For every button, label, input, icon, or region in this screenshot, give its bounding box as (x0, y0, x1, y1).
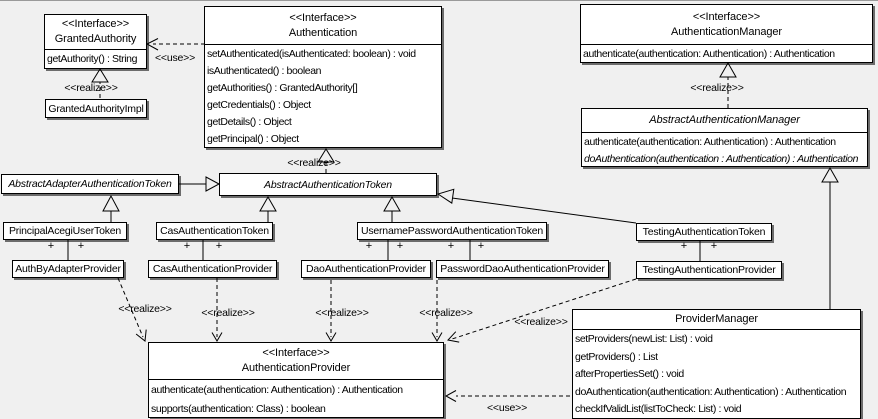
class-principal-acegi-user-token[interactable]: PrincipalAcegiUserToken (3, 222, 127, 240)
class-testing-authentication-token[interactable]: TestingAuthenticationToken (636, 223, 772, 241)
edge-generalization-testingauthenticationtoken-to-abstractauthenticationtoken (436, 188, 637, 224)
class-name: GrantedAuthorityImpl (48, 102, 144, 115)
association-end-label: + (477, 240, 485, 252)
class-authentication-manager[interactable]: <<Interface>> AuthenticationManager auth… (580, 4, 873, 63)
method: setProviders(newList: List) : void (575, 333, 713, 345)
association-end-label: + (710, 240, 718, 252)
edge-generalization-providermanager-to-abstractauthenticationmanager (821, 166, 839, 309)
class-name: CasAuthenticationProvider (152, 263, 273, 275)
method: getPrincipal() : Object (207, 133, 299, 145)
class-name: AuthByAdapterProvider (15, 263, 121, 275)
class-name: AuthenticationProvider (241, 362, 351, 374)
method: supports(authentication: Class) : boolea… (151, 403, 326, 415)
class-password-dao-authentication-provider[interactable]: PasswordDaoAuthenticationProvider (436, 260, 609, 278)
method: getCredentials() : Object (207, 99, 311, 111)
association-end-label: + (215, 240, 223, 252)
association-end-label: + (183, 240, 191, 252)
edge-label-realize: <<realize>> (690, 82, 744, 94)
class-authentication-provider[interactable]: <<Interface>> AuthenticationProvider aut… (148, 342, 444, 418)
class-name: AbstractAuthenticationToken (264, 178, 392, 191)
method: getAuthorities() : GrantedAuthority[] (207, 82, 358, 94)
edge-generalization-usernamepasswordauthenticationtoken-to-abstractauthenticationtoken (383, 195, 401, 222)
method: getDetails() : Object (207, 116, 292, 128)
edge-use-authentication-to-grantedauthority (145, 38, 205, 51)
class-name: AuthenticationManager (670, 25, 783, 38)
edge-label-realize: <<realize>> (514, 316, 568, 328)
class-name: DaoAuthenticationProvider (306, 263, 426, 275)
edge-label-realize: <<realize>> (287, 157, 341, 169)
association-end-label: + (447, 240, 455, 252)
method: doAuthentication(authentication : Authen… (584, 153, 859, 165)
edge-label-realize: <<realize>> (118, 303, 172, 315)
method: afterPropertiesSet() : void (575, 368, 684, 381)
class-authentication[interactable]: <<Interface>> Authentication setAuthenti… (204, 6, 442, 148)
method: getAuthority() : String (47, 53, 138, 65)
association-end-label: + (396, 240, 404, 252)
class-name: PasswordDaoAuthenticationProvider (440, 263, 605, 275)
stereotype: <<Interface>> (61, 18, 130, 30)
class-name: Authentication (288, 26, 358, 39)
edge-realize-authbyadapterprovider-to-authenticationprovider (117, 277, 147, 342)
class-cas-authentication-token[interactable]: CasAuthenticationToken (156, 222, 273, 240)
class-granted-authority-impl[interactable]: GrantedAuthorityImpl (45, 99, 147, 118)
edge-label-realize: <<realize>> (201, 307, 255, 319)
association-end-label: + (77, 240, 85, 252)
edge-use-providermanager-to-authenticationprovider (444, 390, 570, 402)
class-name: ProviderManager (675, 313, 758, 325)
class-name: PrincipalAcegiUserToken (8, 225, 122, 237)
method: setAuthenticated(isAuthenticated: boolea… (207, 48, 416, 60)
method: getProviders() : List (575, 350, 658, 363)
stereotype: <<Interface>> (289, 11, 357, 24)
stereotype: <<Interface>> (262, 347, 330, 359)
class-name: CasAuthenticationToken (160, 225, 269, 237)
edge-realize-passworddaoauthenticationprovider-to-authenticationprovider (431, 280, 443, 342)
class-dao-authentication-provider[interactable]: DaoAuthenticationProvider (301, 260, 431, 278)
class-name: GrantedAuthority (54, 33, 137, 45)
class-name: UsernamePasswordAuthenticationToken (360, 225, 544, 237)
edge-label-realize: <<realize>> (419, 307, 473, 319)
method: authenticate(authentication: Authenticat… (151, 384, 403, 396)
class-cas-authentication-provider[interactable]: CasAuthenticationProvider (148, 260, 277, 278)
class-abstract-adapter-authentication-token[interactable]: AbstractAdapterAuthenticationToken (1, 174, 179, 194)
edge-realize-abstractauthenticationtoken-to-authentication (317, 148, 335, 173)
edge-realize-grantedauthorityimpl-to-grantedauthority (91, 68, 109, 98)
class-username-password-authentication-token[interactable]: UsernamePasswordAuthenticationToken (357, 222, 547, 240)
class-name: AbstractAdapterAuthenticationToken (8, 178, 172, 190)
edge-generalization-casauthenticationtoken-to-abstractauthenticationtoken (259, 195, 277, 222)
edge-realize-testingauthenticationprovider-to-authenticationprovider (447, 278, 637, 343)
method: doAuthentication(authentication: Authent… (575, 385, 847, 398)
edge-realize-casauthenticationprovider-to-authenticationprovider (211, 278, 223, 342)
association-end-label: + (365, 240, 373, 252)
class-testing-authentication-provider[interactable]: TestingAuthenticationProvider (636, 261, 782, 279)
edge-label-realize: <<realize>> (315, 307, 369, 319)
edge-realize-abstractauthenticationmanager-to-authenticationmanager (719, 61, 737, 108)
method: authenticate(authentication: Authenticat… (584, 136, 836, 148)
method: authenticate(authentication: Authenticat… (583, 48, 835, 60)
edge-realize-daoauthenticationprovider-to-authenticationprovider (325, 280, 337, 342)
association-end-label: + (47, 240, 55, 252)
association-end-label: + (680, 240, 688, 252)
method: isAuthenticated() : boolean (207, 65, 322, 77)
edge-label-use: <<use>> (486, 402, 528, 414)
method: checkIfValidList(listToCheck: List) : vo… (575, 403, 742, 416)
class-name: TestingAuthenticationProvider (642, 264, 776, 276)
edge-label-realize: <<realize>> (64, 82, 118, 94)
class-name: AbstractAuthenticationManager (649, 114, 800, 126)
edge-label-use: <<use>> (154, 52, 196, 64)
class-granted-authority[interactable]: <<Interface>> GrantedAuthority getAuthor… (44, 14, 147, 69)
stereotype: <<Interface>> (692, 10, 761, 23)
class-abstract-authentication-token[interactable]: AbstractAuthenticationToken (219, 173, 437, 196)
class-auth-by-adapter-provider[interactable]: AuthByAdapterProvider (12, 260, 124, 278)
class-provider-manager[interactable]: ProviderManager setProviders(newList: Li… (572, 309, 861, 419)
class-name: TestingAuthenticationToken (642, 226, 766, 238)
class-abstract-authentication-manager[interactable]: AbstractAuthenticationManager authentica… (581, 108, 868, 167)
edge-generalization-abstractadapterauthenticationtoken-to-abstractauthenticationtoken (179, 176, 221, 192)
edge-generalization-principalacegiusertoken-to-abstractadapterauthenticationtoken (102, 194, 120, 222)
